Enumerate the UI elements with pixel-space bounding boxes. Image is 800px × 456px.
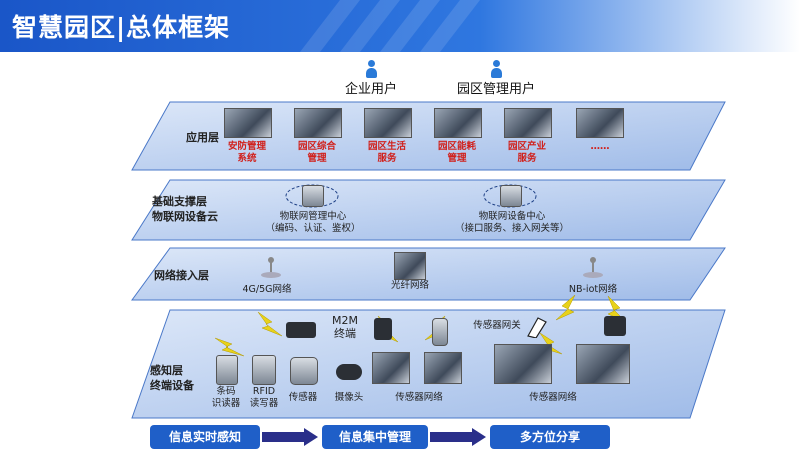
perception-item-label: 条码 识读器 — [211, 386, 241, 409]
app-item-label: 园区产业 服务 — [507, 141, 546, 164]
router-icon — [374, 318, 392, 340]
user-enterprise: 企业用户 — [345, 60, 397, 97]
server-icon — [500, 185, 522, 207]
antenna-icon — [583, 257, 603, 278]
server-icon — [302, 185, 324, 207]
app-thumbnail — [434, 108, 482, 138]
perception-item-label: 传感器网络 — [529, 392, 577, 403]
app-item-label: 园区能耗 管理 — [437, 141, 476, 164]
user-icon — [489, 60, 503, 78]
header-stripes — [300, 0, 480, 52]
perception-item-label: 传感器网关 — [473, 320, 521, 331]
plate-app — [131, 101, 726, 171]
gateway-icon — [527, 317, 547, 338]
network-item-label: 光纤网络 — [390, 280, 429, 291]
plate-support — [131, 179, 726, 241]
app-item-label: 安防管理 系统 — [227, 141, 266, 164]
sensor-network-image — [576, 344, 630, 384]
perception-item-label: 摄像头 — [334, 392, 364, 403]
flow-step-sense: 信息实时感知 — [150, 425, 260, 449]
sensor-network-image — [494, 344, 552, 384]
router-icon — [604, 316, 626, 336]
sensor-network-image — [372, 352, 410, 384]
network-item-label: 4G/5G网络 — [242, 284, 292, 295]
flow-step-manage: 信息集中管理 — [322, 425, 428, 449]
app-item-label: 园区生活 服务 — [367, 141, 406, 164]
app-thumbnail — [294, 108, 342, 138]
layer-label-support: 基础支撑层 物联网设备云 — [152, 195, 218, 223]
page-title: 智慧园区|总体框架 — [12, 13, 231, 42]
app-thumbnail — [224, 108, 272, 138]
layer-label-app: 应用层 — [186, 131, 219, 144]
rfid-reader-icon — [252, 355, 276, 385]
plate-network — [131, 247, 726, 301]
user-label: 企业用户 — [345, 82, 398, 97]
network-item-label: NB-iot网络 — [568, 284, 618, 295]
center-label: 物联网设备中心 （接口服务、接入网关等） — [454, 211, 569, 234]
app-thumbnail — [504, 108, 552, 138]
user-icon — [364, 60, 378, 78]
center-label: 物联网管理中心 （编码、认证、鉴权） — [265, 211, 361, 234]
user-label: 园区管理用户 — [457, 82, 536, 97]
app-item-label: 园区综合 管理 — [297, 141, 336, 164]
user-park-admin: 园区管理用户 — [457, 60, 535, 97]
perception-item-label: 传感器网络 — [395, 392, 443, 403]
perception-item-label: RFID 读写器 — [249, 386, 279, 409]
sensor-network-image — [424, 352, 462, 384]
flow-arrows — [262, 428, 486, 446]
perception-item-label: 传感器 — [288, 392, 318, 403]
app-item-label: …… — [590, 141, 610, 152]
app-thumbnail — [364, 108, 412, 138]
handheld-icon — [432, 318, 448, 346]
perception-item-label: M2M 终端 — [332, 314, 358, 340]
fiber-icon — [394, 252, 426, 280]
app-thumbnail — [576, 108, 624, 138]
m2m-terminal-icon — [286, 322, 316, 338]
antenna-icon — [261, 257, 281, 278]
header-bar: 智慧园区|总体框架 — [0, 0, 800, 52]
flow-step-share: 多方位分享 — [490, 425, 610, 449]
layer-label-network: 网络接入层 — [154, 269, 209, 282]
camera-icon — [336, 364, 362, 380]
sensor-icon — [290, 357, 318, 385]
barcode-reader-icon — [216, 355, 238, 385]
layer-label-perception: 感知层 终端设备 — [150, 364, 194, 392]
